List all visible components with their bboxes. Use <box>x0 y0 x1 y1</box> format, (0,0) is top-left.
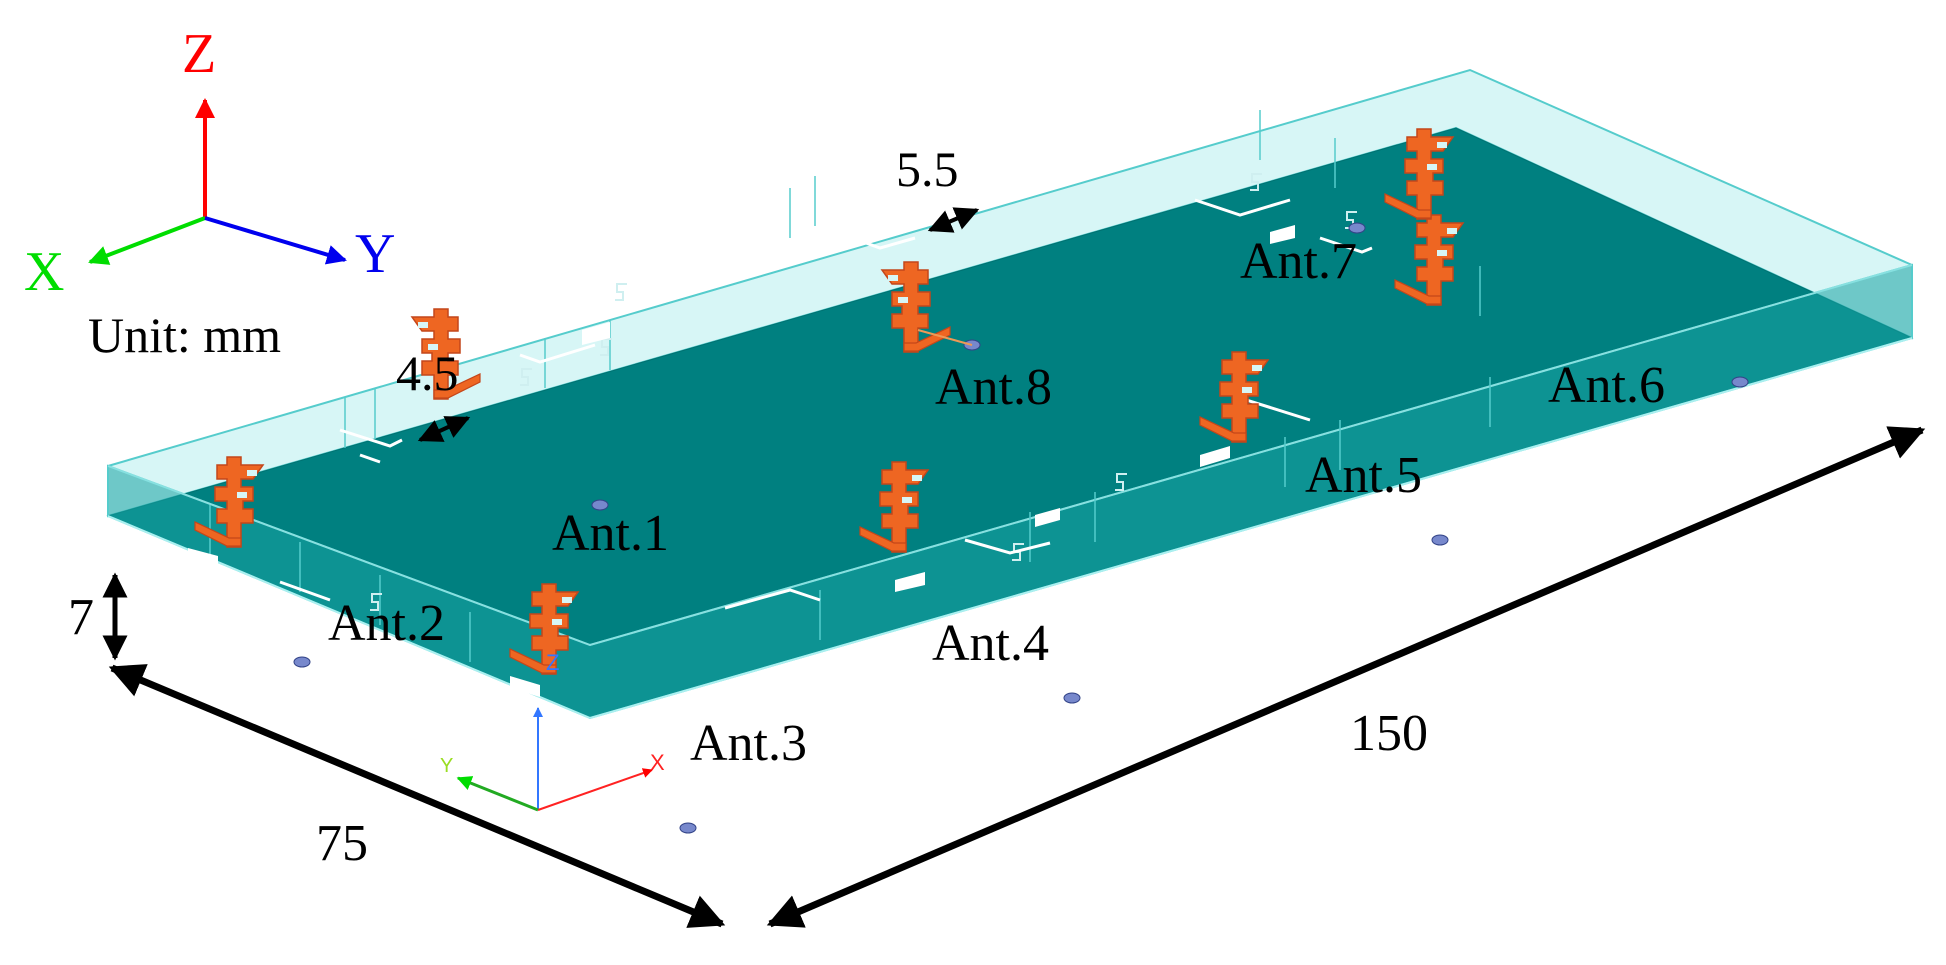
antenna-label-3: Ant.3 <box>690 715 807 772</box>
dim-gap-b-label: 5.5 <box>896 141 959 197</box>
antenna-label-1: Ant.1 <box>552 505 669 562</box>
ant8-feed-line <box>917 329 973 346</box>
local-y-label: Y <box>440 755 453 777</box>
dim-length-label: 150 <box>1350 705 1428 762</box>
dim-width-label: 75 <box>316 815 368 872</box>
antenna-label-8: Ant.8 <box>935 359 1052 416</box>
local-z-label: Z <box>546 650 559 675</box>
dim-height-label: 7 <box>68 589 94 646</box>
local-x-label: X <box>650 750 665 775</box>
dim-arrow-width <box>108 664 726 928</box>
dim-gap-a-label: 4.5 <box>396 345 459 401</box>
global-axes-triad <box>88 98 347 265</box>
antenna-label-2: Ant.2 <box>328 595 445 652</box>
top-edge-wire <box>107 264 1913 647</box>
antenna-label-4: Ant.4 <box>932 615 1049 672</box>
dim-arrow-gap-a <box>417 416 471 442</box>
antenna-label-5: Ant.5 <box>1305 447 1422 504</box>
axis-y-label: Y <box>355 223 395 285</box>
axis-z-label: Z <box>182 23 216 85</box>
dim-arrow-gap-b <box>927 207 980 233</box>
dim-arrow-length <box>766 426 1926 928</box>
local-coordinate-axes <box>456 707 653 812</box>
axis-x-label: X <box>24 241 64 303</box>
antenna-label-6: Ant.6 <box>1548 357 1665 414</box>
antenna-label-7: Ant.7 <box>1240 233 1357 290</box>
unit-text: Unit: mm <box>88 307 281 363</box>
